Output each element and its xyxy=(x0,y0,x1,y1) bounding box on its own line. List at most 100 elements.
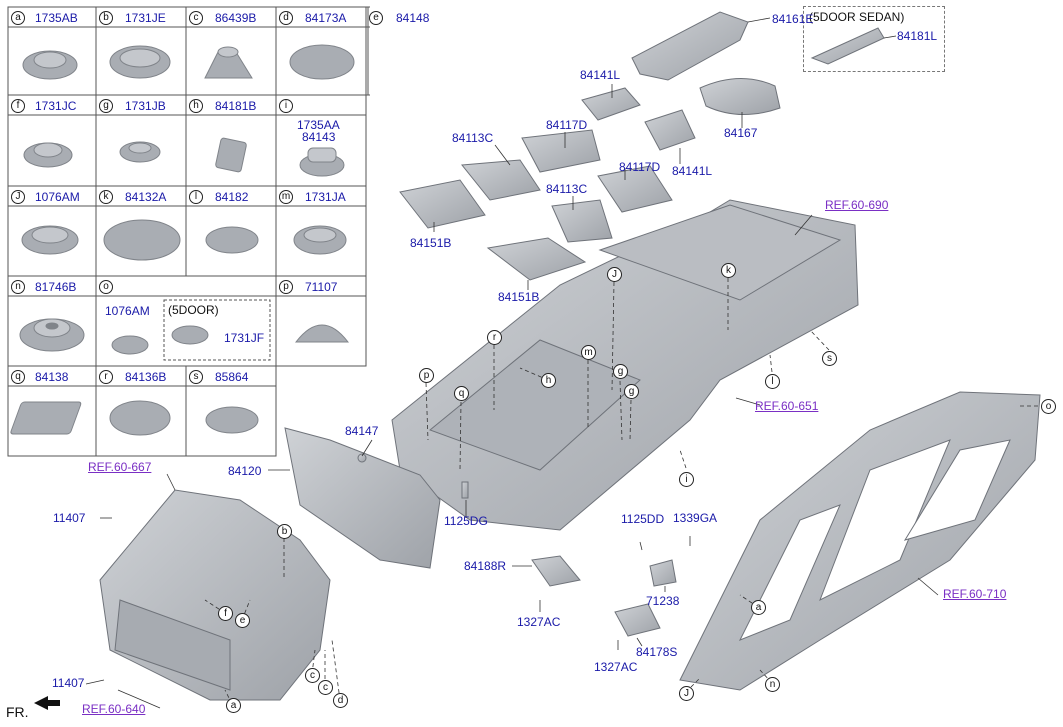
ref-60-640[interactable]: REF.60-640 xyxy=(82,702,146,716)
label-84147[interactable]: 84147 xyxy=(345,424,379,438)
table-key-g: g xyxy=(99,99,113,113)
callout-c[interactable]: c xyxy=(305,668,320,683)
label-84181L[interactable]: 84181L xyxy=(897,29,938,43)
fr-label: FR. xyxy=(6,704,29,720)
table-code-o: 1076AM xyxy=(105,304,150,318)
callout-i[interactable]: i xyxy=(679,472,694,487)
table-code-r: 84136B xyxy=(125,370,167,384)
parts-table xyxy=(7,6,370,457)
table-code-k: 84132A xyxy=(125,190,167,204)
ref-60-690[interactable]: REF.60-690 xyxy=(825,198,889,212)
callout-g-2[interactable]: g xyxy=(624,384,639,399)
callout-a-side[interactable]: a xyxy=(751,600,766,615)
callout-f[interactable]: f xyxy=(218,606,233,621)
label-84178S[interactable]: 84178S xyxy=(636,645,678,659)
table-code-b: 1731JE xyxy=(125,11,166,25)
table-code-a: 1735AB xyxy=(35,11,78,25)
table-key-b: b xyxy=(99,11,113,25)
label-84117D-b[interactable]: 84117D xyxy=(619,160,661,174)
label-84188R[interactable]: 84188R xyxy=(464,559,507,573)
table-code-n: 81746B xyxy=(35,280,77,294)
table-code-m: 1731JA xyxy=(305,190,346,204)
table-key-r: r xyxy=(99,370,113,384)
callout-c-lower[interactable]: c xyxy=(318,680,333,695)
fr-arrow-icon xyxy=(34,696,60,710)
table-code-e: 84148 xyxy=(396,11,430,25)
dash-panel-84120 xyxy=(284,427,441,569)
table-key-h: h xyxy=(189,99,203,113)
label-1125DG[interactable]: 1125DG xyxy=(444,514,488,528)
callout-n[interactable]: n xyxy=(765,677,780,692)
ref-60-710[interactable]: REF.60-710 xyxy=(943,587,1007,601)
label-1125DD[interactable]: 1125DD xyxy=(621,512,665,526)
callout-q[interactable]: q xyxy=(454,386,469,401)
label-84120[interactable]: 84120 xyxy=(228,464,262,478)
callout-o[interactable]: o xyxy=(1041,399,1056,414)
label-11407-a[interactable]: 11407 xyxy=(53,511,86,525)
table-key-i: i xyxy=(279,99,293,113)
label-84117D-a[interactable]: 84117D xyxy=(546,118,588,132)
table-variant-label: (5DOOR) xyxy=(168,303,219,317)
table-key-m: m xyxy=(279,190,293,204)
table-code-s: 85864 xyxy=(215,370,249,384)
table-code-i: 1735AA xyxy=(297,118,340,132)
callout-a-front[interactable]: a xyxy=(226,698,241,713)
table-key-n: n xyxy=(11,280,25,294)
table-key-f: f xyxy=(11,99,25,113)
callout-s[interactable]: s xyxy=(822,351,837,366)
table-code-f: 1731JC xyxy=(35,99,77,113)
callout-k[interactable]: k xyxy=(721,263,736,278)
sedan-variant-label: (5DOOR SEDAN) xyxy=(809,10,905,24)
insulator-84167 xyxy=(699,77,781,116)
callout-r[interactable]: r xyxy=(487,330,502,345)
callout-j-floor[interactable]: J xyxy=(607,267,622,282)
table-code-j: 1076AM xyxy=(35,190,80,204)
callout-m[interactable]: m xyxy=(581,345,596,360)
table-code-i2: 84143 xyxy=(302,130,336,144)
table-key-c: c xyxy=(189,11,203,25)
heat-shield-84161E xyxy=(631,11,749,81)
sedan-variant-box xyxy=(803,6,945,72)
callout-l[interactable]: l xyxy=(765,374,780,389)
table-key-q: q xyxy=(11,370,25,384)
ref-60-667[interactable]: REF.60-667 xyxy=(88,460,152,474)
table-code-c: 86439B xyxy=(215,11,257,25)
label-84141L-b[interactable]: 84141L xyxy=(672,164,713,178)
label-84151B-b[interactable]: 84151B xyxy=(498,290,540,304)
label-11407-b[interactable]: 11407 xyxy=(52,676,85,690)
label-1327AC-a[interactable]: 1327AC xyxy=(517,615,561,629)
label-84161E[interactable]: 84161E xyxy=(772,12,814,26)
callout-d[interactable]: d xyxy=(333,693,348,708)
table-code-p: 71107 xyxy=(305,280,338,294)
table-code-l: 84182 xyxy=(215,190,249,204)
table-key-e: e xyxy=(369,11,383,25)
table-key-j: J xyxy=(11,190,25,204)
table-key-k: k xyxy=(99,190,113,204)
label-84113C-b[interactable]: 84113C xyxy=(546,182,588,196)
callout-e[interactable]: e xyxy=(235,613,250,628)
callout-p[interactable]: p xyxy=(419,368,434,383)
label-84113C-a[interactable]: 84113C xyxy=(452,131,494,145)
table-code-d: 84173A xyxy=(305,11,347,25)
table-variant-code: 1731JF xyxy=(224,331,265,345)
callout-b[interactable]: b xyxy=(277,524,292,539)
table-key-d: d xyxy=(279,11,293,25)
callout-g-1[interactable]: g xyxy=(613,364,628,379)
label-84141L-top[interactable]: 84141L xyxy=(580,68,621,82)
table-key-a: a xyxy=(11,11,25,25)
callout-j-side[interactable]: J xyxy=(679,686,694,701)
table-key-p: p xyxy=(279,280,293,294)
label-1327AC-b[interactable]: 1327AC xyxy=(594,660,638,674)
callout-h[interactable]: h xyxy=(541,373,556,388)
table-code-q: 84138 xyxy=(35,370,69,384)
table-key-l: l xyxy=(189,190,203,204)
ref-60-651[interactable]: REF.60-651 xyxy=(755,399,819,413)
label-84151B-a[interactable]: 84151B xyxy=(410,236,452,250)
table-code-g: 1731JB xyxy=(125,99,166,113)
label-84167[interactable]: 84167 xyxy=(724,126,758,140)
label-1339GA[interactable]: 1339GA xyxy=(673,511,718,525)
label-71238[interactable]: 71238 xyxy=(646,594,680,608)
table-code-h: 84181B xyxy=(215,99,257,113)
